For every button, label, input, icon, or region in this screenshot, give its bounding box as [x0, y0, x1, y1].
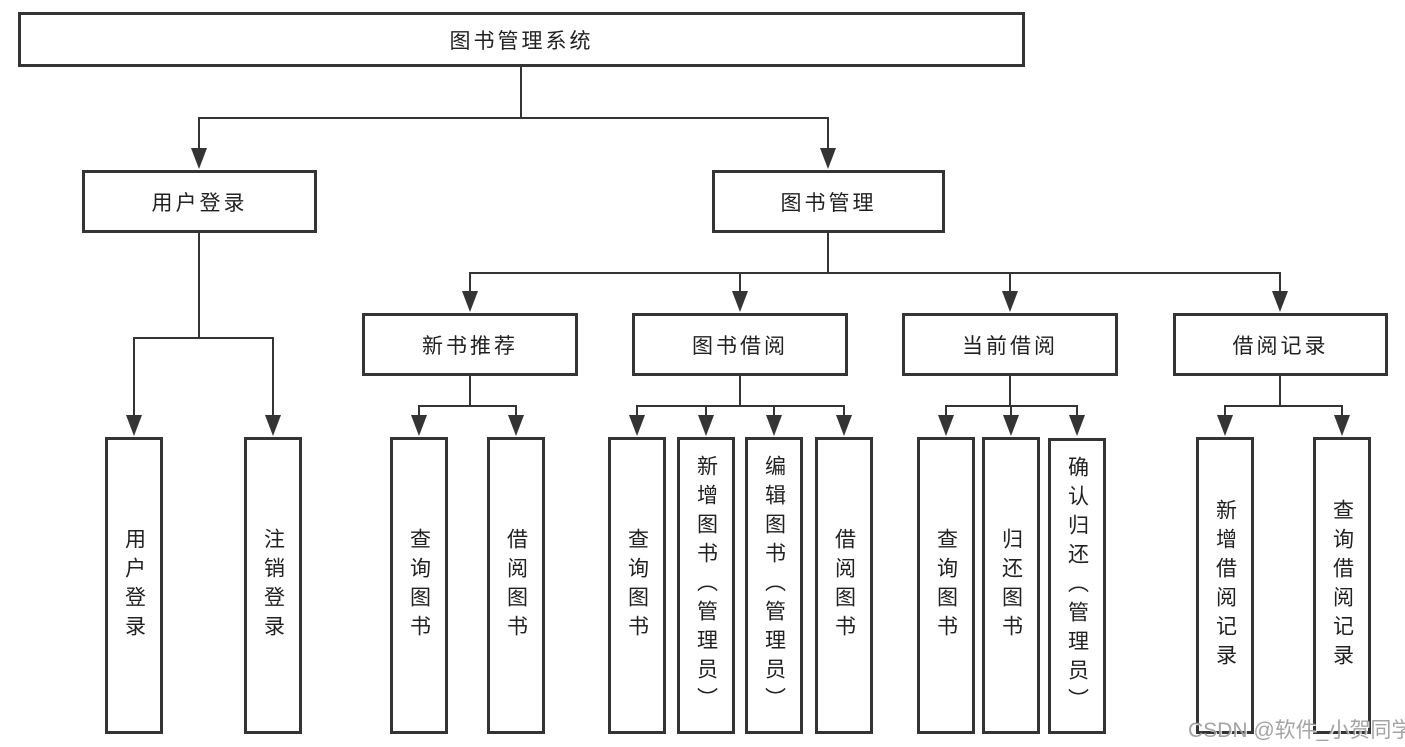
connector-book-borrow-stub [739, 376, 741, 407]
leaf-add-books-admin: 新增图书（管理员） [677, 437, 735, 734]
node-user-login: 用户登录 [82, 170, 317, 233]
node-user-login-label: 用户登录 [151, 191, 248, 215]
leaf-user-login-label: 用户登录 [122, 527, 146, 644]
arrow-to-recommend-borrow-books [508, 405, 524, 436]
connector-user-login-stub [198, 233, 200, 339]
arrow-to-confirm-return-admin [1069, 405, 1085, 436]
leaf-logout: 注销登录 [244, 437, 302, 734]
node-new-book-recommend: 新书推荐 [362, 313, 578, 376]
arrow-to-return-books [1003, 405, 1019, 436]
csdn-watermark: CSDN @软件_小贺同学 [1188, 719, 1405, 742]
leaf-recommend-query-books: 查询图书 [390, 437, 448, 734]
leaf-edit-books-admin-label: 编辑图书（管理员） [762, 455, 786, 716]
arrow-to-current-query-books [938, 405, 954, 436]
arrow-to-borrow-query-books [629, 405, 645, 436]
arrow-to-edit-books-admin [766, 405, 782, 436]
leaf-current-query-books: 查询图书 [917, 437, 975, 734]
arrow-to-user-login [191, 117, 207, 169]
leaf-recommend-borrow-books: 借阅图书 [487, 437, 545, 734]
node-book-management: 图书管理 [712, 170, 945, 233]
arrow-to-current-borrow [1002, 272, 1018, 312]
node-book-management-label: 图书管理 [780, 191, 877, 215]
connector-book-management-branch [469, 272, 1281, 274]
leaf-edit-books-admin: 编辑图书（管理员） [745, 437, 803, 734]
connector-borrow-records-branch [1224, 405, 1343, 407]
leaf-add-borrow-record: 新增借阅记录 [1196, 437, 1254, 734]
connector-current-borrow-stub [1009, 376, 1011, 407]
leaf-current-query-books-label: 查询图书 [934, 527, 958, 644]
leaf-borrow-borrow-books-label: 借阅图书 [832, 527, 856, 644]
node-borrow-records-label: 借阅记录 [1232, 334, 1329, 358]
node-book-borrow: 图书借阅 [632, 313, 848, 376]
arrow-to-borrow-records [1272, 272, 1288, 312]
leaf-recommend-borrow-books-label: 借阅图书 [504, 527, 528, 644]
node-borrow-records: 借阅记录 [1173, 313, 1388, 376]
node-root: 图书管理系统 [18, 12, 1025, 67]
arrow-to-borrow-borrow-books [836, 405, 852, 436]
arrow-to-new-book-recommend [462, 272, 478, 312]
connector-user-login-branch [133, 337, 274, 339]
connector-borrow-records-stub [1279, 376, 1281, 407]
leaf-user-login: 用户登录 [105, 437, 163, 734]
leaf-query-borrow-record-label: 查询借阅记录 [1330, 498, 1354, 673]
arrow-to-recommend-query-books [411, 405, 427, 436]
leaf-recommend-query-books-label: 查询图书 [407, 527, 431, 644]
node-current-borrow: 当前借阅 [902, 313, 1118, 376]
leaf-borrow-borrow-books: 借阅图书 [815, 437, 873, 734]
connector-new-book-stub [469, 376, 471, 407]
leaf-borrow-query-books-label: 查询图书 [625, 527, 649, 644]
leaf-confirm-return-admin: 确认归还（管理员） [1048, 438, 1106, 734]
leaf-confirm-return-admin-label: 确认归还（管理员） [1065, 455, 1089, 717]
connector-new-book-branch [418, 405, 517, 407]
connector-root-branch [198, 117, 829, 119]
leaf-borrow-query-books: 查询图书 [608, 437, 666, 734]
arrow-to-query-borrow-record [1334, 405, 1350, 436]
connector-root-stub [520, 67, 522, 117]
node-root-label: 图书管理系统 [449, 29, 594, 53]
arrow-to-book-management [820, 117, 836, 169]
node-book-borrow-label: 图书借阅 [692, 334, 788, 358]
leaf-add-books-admin-label: 新增图书（管理员） [694, 455, 718, 716]
node-new-book-recommend-label: 新书推荐 [422, 334, 518, 358]
connector-book-management-stub [827, 233, 829, 274]
leaf-logout-label: 注销登录 [261, 527, 285, 644]
connector-book-borrow-branch [636, 405, 845, 407]
arrow-to-book-borrow [732, 272, 748, 312]
leaf-query-borrow-record: 查询借阅记录 [1313, 437, 1371, 734]
node-current-borrow-label: 当前借阅 [962, 334, 1058, 358]
arrow-to-add-books-admin [698, 405, 714, 436]
leaf-return-books: 归还图书 [982, 437, 1040, 734]
leaf-return-books-label: 归还图书 [999, 527, 1023, 644]
arrow-to-leaf-user-login [126, 337, 142, 436]
leaf-add-borrow-record-label: 新增借阅记录 [1213, 498, 1237, 673]
arrow-to-add-borrow-record [1217, 405, 1233, 436]
arrow-to-leaf-logout [265, 337, 281, 436]
